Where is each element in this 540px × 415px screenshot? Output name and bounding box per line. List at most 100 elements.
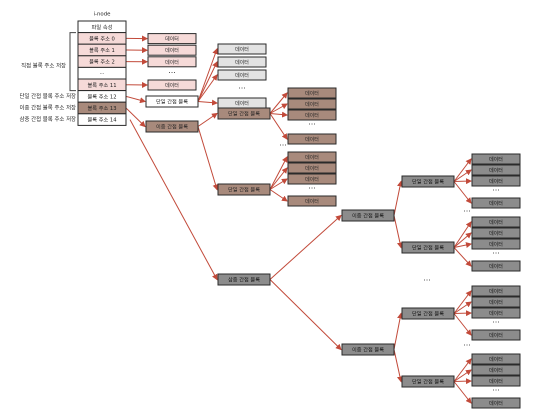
double-data-ellipsis: ··· xyxy=(308,120,316,129)
svg-text:데이터: 데이터 xyxy=(489,241,503,248)
svg-text:단일 간접 블록: 단일 간접 블록 xyxy=(156,98,188,106)
svg-text:데이터: 데이터 xyxy=(305,165,319,172)
double-data-block: 데이터 xyxy=(287,162,337,174)
triple-data-block: 데이터 xyxy=(471,227,521,239)
pointer-arrow xyxy=(453,310,472,317)
label-direct: 직접 블록 주소 저장 xyxy=(21,62,66,70)
svg-text:데이터: 데이터 xyxy=(489,299,503,306)
svg-text:블록 주소 12: 블록 주소 12 xyxy=(88,93,117,100)
pointer-arrow xyxy=(453,178,472,185)
direct-data-block: 데이터 xyxy=(147,33,197,45)
inode-slot-direct: 블록 주소 0 xyxy=(77,32,127,45)
svg-text:데이터: 데이터 xyxy=(305,90,319,97)
pointer-arrow xyxy=(393,180,403,216)
label-double: 이중 간접 블록 주소 저장 xyxy=(20,104,76,112)
pointer-arrow xyxy=(453,313,472,336)
triple-data-block: 데이터 xyxy=(471,375,521,387)
direct-data-block: 데이터 xyxy=(147,44,197,56)
svg-text:데이터: 데이터 xyxy=(489,288,503,295)
pointer-arrow xyxy=(197,126,219,191)
direct-data-block: 데이터 xyxy=(147,79,197,91)
inode-title: i-node xyxy=(94,12,112,18)
pointer-arrow xyxy=(197,99,218,106)
double-data-block: 데이터 xyxy=(287,195,337,207)
pointer-arrow xyxy=(269,103,288,114)
svg-text:데이터: 데이터 xyxy=(165,36,179,43)
svg-text:블록 주소 0: 블록 주소 0 xyxy=(89,35,115,42)
svg-text:데이터: 데이터 xyxy=(489,400,503,407)
label-single: 단일 간접 블록 주소 저장 xyxy=(20,92,76,100)
pointer-arrow xyxy=(129,119,218,281)
pointer-arrow xyxy=(453,290,472,314)
pointer-arrow xyxy=(453,369,472,382)
pointer-arrow xyxy=(269,113,288,140)
svg-text:블록 주소 11: 블록 주소 11 xyxy=(88,82,117,89)
pointer-arrow xyxy=(453,378,472,385)
pointer-arrow xyxy=(197,61,218,102)
svg-text:데이터: 데이터 xyxy=(165,82,179,89)
single-data-block: 데이터 xyxy=(217,43,267,55)
pointer-arrow xyxy=(453,242,472,248)
svg-text:데이터: 데이터 xyxy=(235,72,249,79)
pointer-arrow xyxy=(393,215,403,249)
triple-data-block: 데이터 xyxy=(471,353,521,365)
inode-slot-triple: 블록 주소 14 xyxy=(77,113,127,126)
svg-text:단일 간접 블록: 단일 간접 블록 xyxy=(412,378,444,386)
single-data-block: 데이터 xyxy=(217,97,267,109)
pointer-arrow xyxy=(453,169,472,182)
pointer-arrow xyxy=(453,381,472,404)
svg-text:이중 간접 블록: 이중 간접 블록 xyxy=(156,123,188,131)
triple-indirect-block: 삼중 간접 블록 xyxy=(217,273,271,286)
triple-data-block: 데이터 xyxy=(471,197,521,209)
triple-single-block-2: 단일 간접 블록 xyxy=(401,241,455,254)
svg-text:블록 주소 1: 블록 주소 1 xyxy=(89,47,115,54)
pointer-arrow xyxy=(269,92,288,114)
double-data-block: 데이터 xyxy=(287,87,337,99)
svg-text:데이터: 데이터 xyxy=(489,310,503,317)
svg-text:데이터: 데이터 xyxy=(235,100,249,107)
direct-data-block: 데이터 xyxy=(147,56,197,68)
svg-text:데이터: 데이터 xyxy=(489,356,503,363)
pointer-arrow xyxy=(453,221,472,248)
svg-text:파일 속성: 파일 속성 xyxy=(92,23,113,31)
svg-text:데이터: 데이터 xyxy=(235,46,249,53)
single-data-block: 데이터 xyxy=(217,69,267,81)
svg-text:데이터: 데이터 xyxy=(489,219,503,226)
pointer-arrow xyxy=(269,189,288,202)
inode-slot-single: 블록 주소 12 xyxy=(77,90,127,103)
pointer-arrow xyxy=(269,156,288,190)
double-indirect-block: 이중 간접 블록 xyxy=(145,120,199,133)
triple-double-block-b: 이중 간접 블록 xyxy=(341,343,395,356)
triple-single-block-4: 단일 간접 블록 xyxy=(401,375,455,388)
pointer-arrow xyxy=(269,178,288,190)
triple-data-block: 데이터 xyxy=(471,238,521,250)
pointer-arrow xyxy=(393,349,403,383)
triple-data-ellipsis: ··· xyxy=(492,186,500,195)
double-single-block-b: 단일 간접 블록 xyxy=(217,183,271,196)
triple-data-ellipsis: ··· xyxy=(492,386,500,395)
double-data-ellipsis: ··· xyxy=(308,184,316,193)
svg-text:데이터: 데이터 xyxy=(489,332,503,339)
pointer-arrow xyxy=(453,301,472,314)
triple-data-block: 데이터 xyxy=(471,329,521,341)
svg-text:데이터: 데이터 xyxy=(235,59,249,66)
pointer-arrow xyxy=(269,279,342,351)
inode-slot-direct: 블록 주소 11 xyxy=(77,78,127,92)
triple-group-ellipsis: ··· xyxy=(463,207,471,216)
inode-file-attributes: 파일 속성 xyxy=(77,20,127,34)
double-data-block: 데이터 xyxy=(287,98,337,110)
svg-text:데이터: 데이터 xyxy=(305,176,319,183)
svg-text:삼중 간접 블록: 삼중 간접 블록 xyxy=(228,276,260,284)
double-data-block: 데이터 xyxy=(287,109,337,121)
svg-text:데이터: 데이터 xyxy=(305,101,319,108)
double-ellipsis: ··· xyxy=(279,141,287,150)
pointer-arrow xyxy=(125,95,146,104)
triple-data-block: 데이터 xyxy=(471,175,521,187)
svg-text:데이터: 데이터 xyxy=(489,378,503,385)
double-data-block: 데이터 xyxy=(287,133,337,145)
svg-text:데이터: 데이터 xyxy=(489,263,503,270)
inode-slot-direct: 블록 주소 1 xyxy=(77,43,127,57)
pointer-arrow xyxy=(453,247,472,267)
triple-data-block: 데이터 xyxy=(471,296,521,308)
double-single-block-a: 단일 간접 블록 xyxy=(217,107,271,120)
